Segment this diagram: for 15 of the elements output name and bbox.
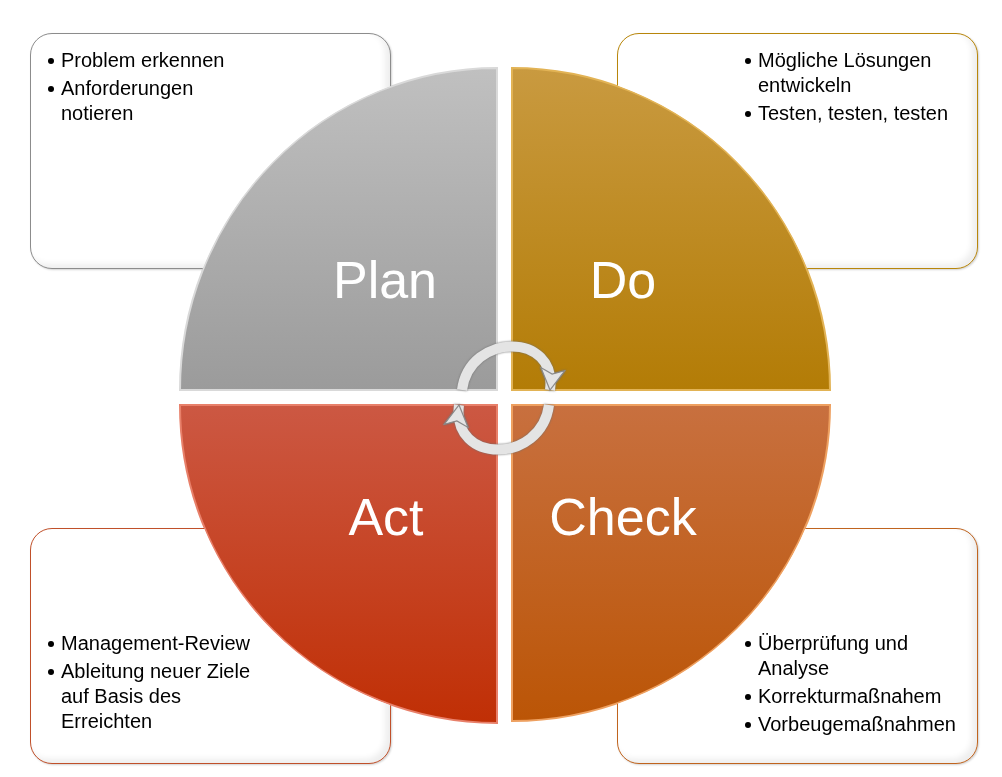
phase-label: Act xyxy=(348,488,424,546)
curved-arrow xyxy=(457,341,563,392)
bullet-item: Testen, testen, testen xyxy=(743,101,958,126)
phase-label: Plan xyxy=(332,251,438,309)
bullet-item: Ableitung neuer Ziele auf Basis des Erreichten xyxy=(46,659,266,734)
phase-label: Check xyxy=(549,488,697,546)
bullet-item: Korrekturmaßnahem xyxy=(743,684,968,709)
bullet-item: Mögliche Lösungen entwickeln xyxy=(743,48,958,98)
bullet-item: Anforderungen notieren xyxy=(46,76,236,126)
bullet-item: Problem erkennen xyxy=(46,48,236,73)
bullet-item: Überprüfung und Analyse xyxy=(743,631,968,681)
bullet-item: Vorbeugemaßnahmen xyxy=(743,712,968,737)
curved-arrow xyxy=(446,403,554,455)
phase-label: Do xyxy=(589,251,657,309)
bullet-item: Management-Review xyxy=(46,631,266,656)
